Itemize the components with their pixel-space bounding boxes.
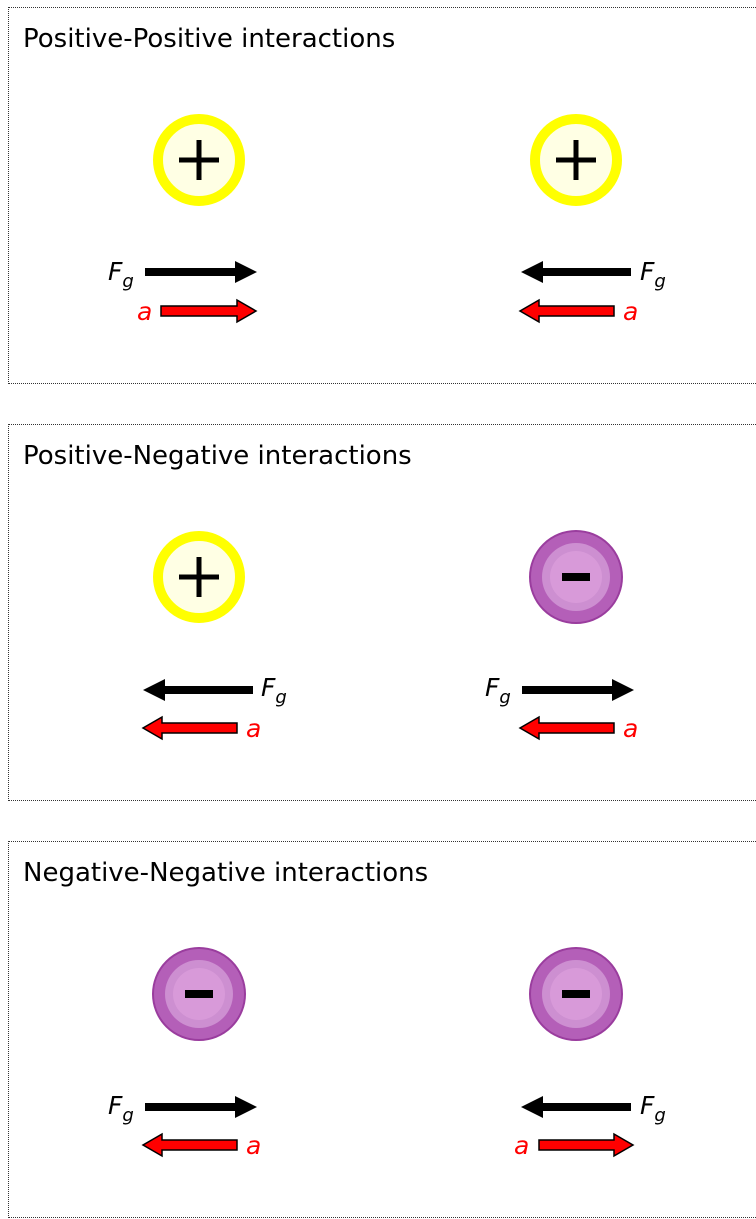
- acceleration-arrow-left: [141, 715, 238, 741]
- positive-charge-left: [153, 531, 245, 623]
- panel-positive-positive: Positive-Positive interactions Fg a: [8, 7, 756, 384]
- acceleration-label-left: a: [137, 297, 152, 326]
- force-label-left: Fg: [108, 1091, 134, 1126]
- force-arrow-left: [143, 679, 253, 701]
- acceleration-label-left: a: [246, 1131, 261, 1160]
- acceleration-label-right: a: [514, 1131, 529, 1160]
- panel-title: Positive-Negative interactions: [23, 441, 412, 471]
- panel-positive-negative: Positive-Negative interactions Fg a: [8, 424, 756, 801]
- acceleration-label-right: a: [623, 297, 638, 326]
- positive-charge-left: [153, 114, 245, 206]
- panel-scene: Fg a Fg a: [108, 947, 666, 1160]
- force-label-right: Fg: [640, 257, 666, 292]
- negative-charge-right: [529, 947, 623, 1041]
- force-label-left: Fg: [261, 673, 287, 708]
- panel-title: Positive-Positive interactions: [23, 24, 396, 54]
- negative-charge-right: [529, 530, 623, 624]
- force-label-left: Fg: [108, 257, 134, 292]
- panel-scene: Fg a Fg a: [141, 530, 638, 743]
- force-label-right: Fg: [485, 673, 511, 708]
- force-label-right: Fg: [640, 1091, 666, 1126]
- acceleration-arrow-right: [518, 298, 615, 324]
- acceleration-arrow-left: [141, 1132, 238, 1158]
- panel-negative-negative: Negative-Negative interactions Fg a: [8, 841, 756, 1218]
- positive-charge-right: [530, 114, 622, 206]
- acceleration-arrow-right: [538, 1132, 635, 1158]
- negative-charge-left: [152, 947, 246, 1041]
- force-arrow-left: [145, 261, 257, 283]
- force-arrow-left: [145, 1096, 257, 1118]
- force-arrow-right: [521, 1096, 631, 1118]
- force-arrow-right: [521, 261, 631, 283]
- acceleration-label-left: a: [246, 714, 261, 743]
- acceleration-arrow-right: [518, 715, 615, 741]
- acceleration-arrow-left: [160, 298, 258, 324]
- panel-title: Negative-Negative interactions: [23, 858, 429, 888]
- acceleration-label-right: a: [623, 714, 638, 743]
- panel-scene: Fg a Fg a: [108, 114, 666, 326]
- force-arrow-right: [522, 679, 634, 701]
